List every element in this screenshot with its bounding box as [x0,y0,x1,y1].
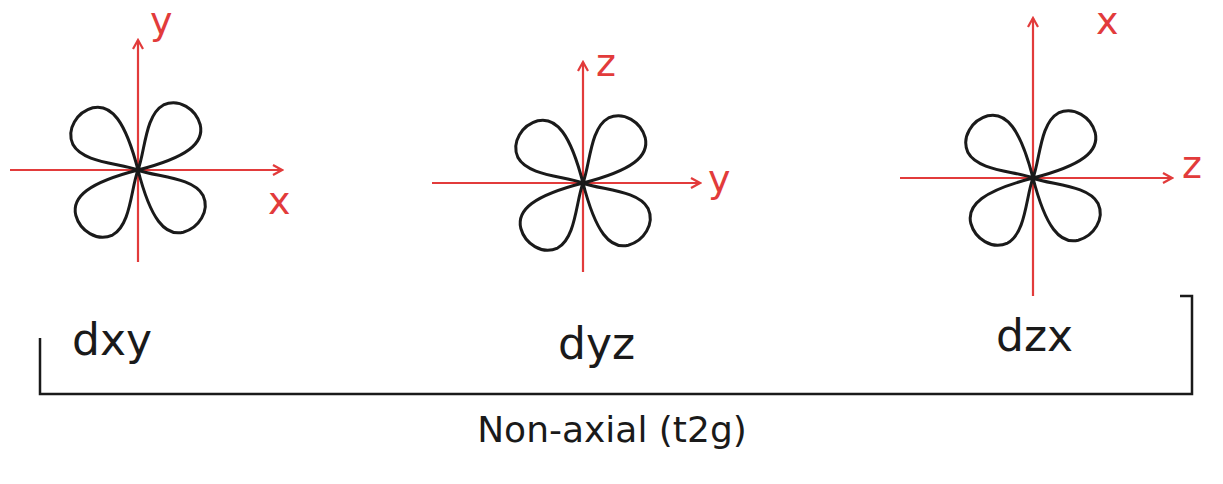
orbital-lobe [61,98,154,191]
orbital-name: dxy [72,318,152,362]
axis-label: z [596,44,616,82]
axis-label: y [708,160,731,198]
orbital-lobe [961,162,1054,255]
axis-label: x [268,182,291,220]
orbital-lobe [956,106,1049,199]
orbital-figure [900,18,1172,296]
axis-label: y [150,2,173,40]
orbital-lobe [66,154,159,247]
orbital-lobe [506,111,599,204]
axis-line [582,62,584,272]
axis-line [1032,18,1034,296]
orbital-name: dyz [558,322,635,366]
axis-line [137,40,139,262]
orbital-figure [432,62,700,272]
axis-label: z [1182,146,1202,184]
orbital-lobe [511,167,604,260]
orbital-figure [10,40,282,262]
axis-line [432,182,700,184]
caption: Non-axial (t2g) [477,412,747,448]
group-bracket [40,296,1192,394]
axis-label: x [1096,2,1119,40]
orbital-name: dzx [996,314,1073,358]
